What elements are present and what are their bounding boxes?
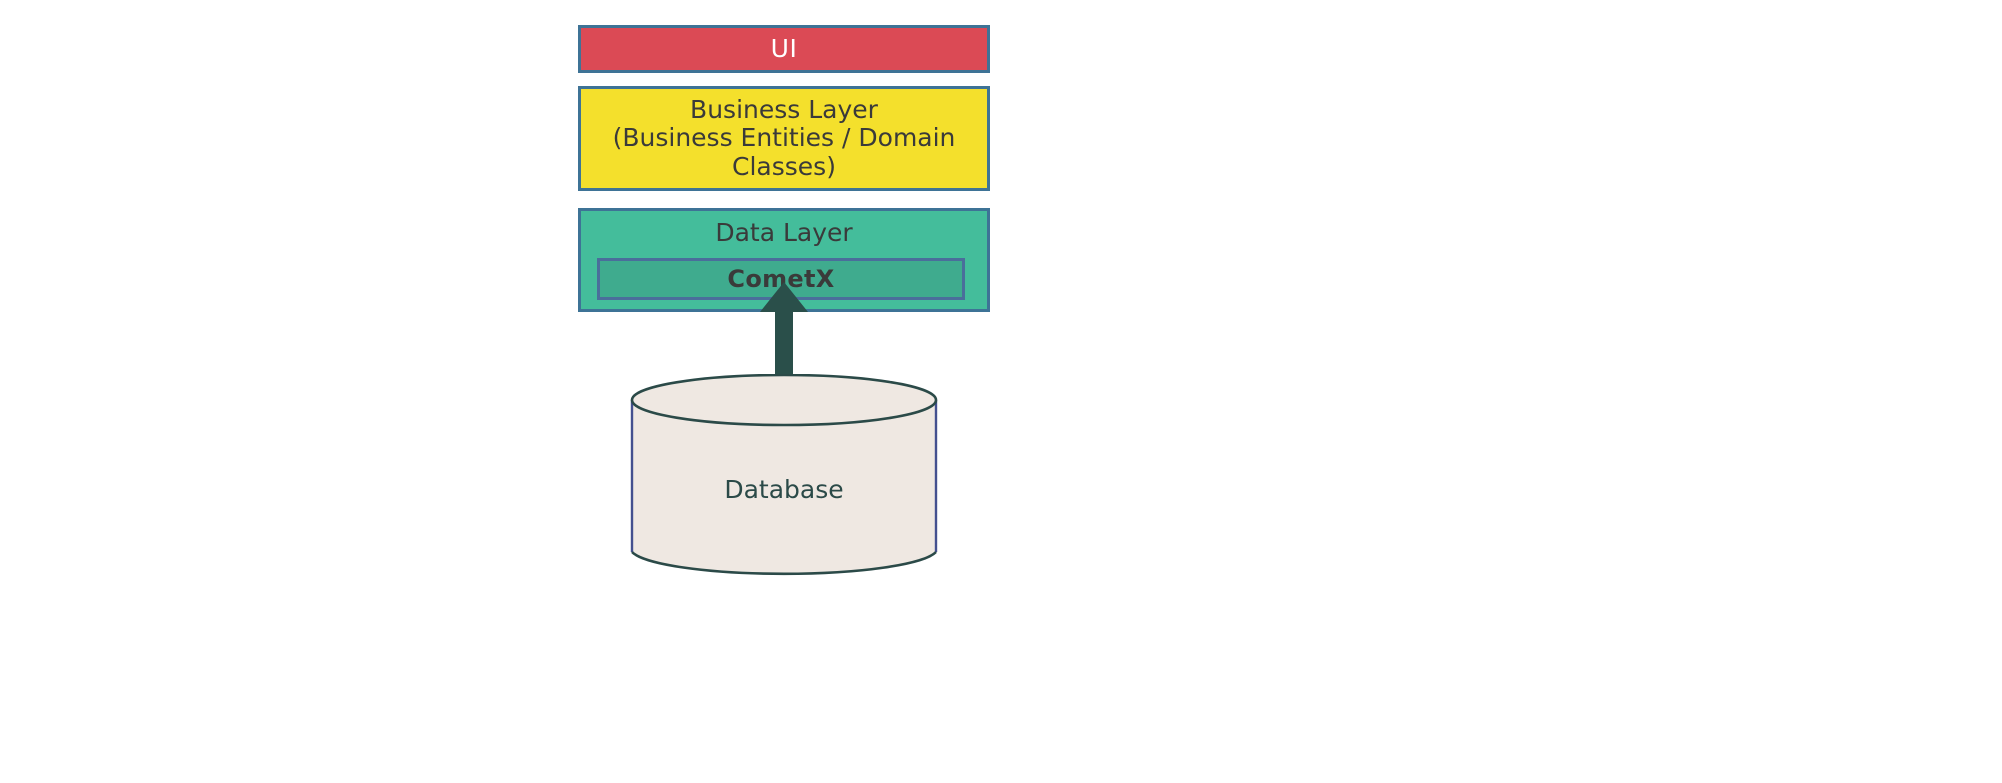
layer-label-business-line1: Business Layer [690, 94, 878, 124]
layer-label-ui: UI [770, 34, 798, 64]
layer-box-ui[interactable]: UI [578, 25, 990, 73]
layer-box-business[interactable]: Business Layer (Business Entities / Doma… [578, 86, 990, 191]
layer-label-business-line3: Classes) [732, 151, 836, 181]
layer-label-business-line2: (Business Entities / Domain [612, 123, 956, 153]
data-flow-arrow-icon [760, 282, 808, 404]
layer-label-business: Business Layer (Business Entities / Doma… [603, 94, 966, 182]
layer-label-data: Data Layer [715, 218, 853, 247]
database-cylinder-icon[interactable] [630, 374, 938, 580]
